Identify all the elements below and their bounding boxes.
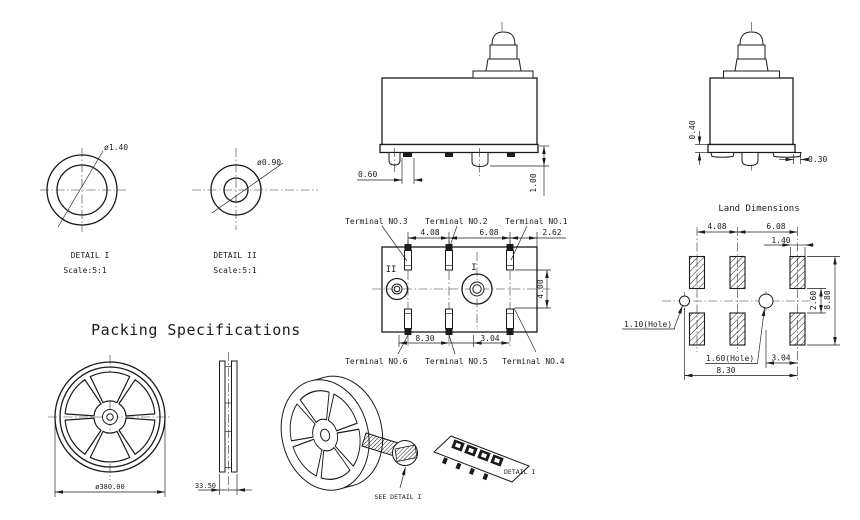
terminal-slots-bottom [404,308,514,335]
detail-i-diameter: ø1.40 [104,143,128,152]
pin-2-side [471,152,489,168]
land-span-b-value: 3.04 [771,354,790,363]
foot-right [772,152,802,158]
detail-i-leader [57,150,104,228]
land-title: Land Dimensions [718,204,799,214]
packing-title: Packing Specifications [91,321,301,339]
terminal-bottom-view: II I 4.08 6.08 2.62 4.00 [345,217,568,366]
dim-foot-overhang: 0.30 [779,154,827,164]
land-height-value: 8.80 [823,290,832,309]
relay-outline-bottom [381,246,538,333]
terminal-leaders [381,225,537,355]
tape-pockets [451,439,504,467]
land-pitch-b-value: 6.08 [766,222,785,231]
nozzle-front [723,31,780,79]
detail-ii-diameter: ø0.90 [257,158,281,167]
detail-ii-inner-circle [223,177,249,203]
land-dim-pitch: 4.08 6.08 [696,222,798,234]
relay-base-side [379,143,539,154]
reel-side-view: 33.50 [195,352,252,495]
reel-front-view: ø380.00 [48,355,172,497]
relay-front-view: 0.40 0.30 [688,22,827,172]
dim-row-span-value: 4.00 [536,279,545,298]
dim-pitch-b-value: 6.08 [479,228,498,237]
terminal-5-label: Terminal NO.5 [425,357,488,366]
tape-detail-label: DETAIL I [504,468,535,476]
relay-body-side [381,77,538,146]
land-row-gap-value: 2.60 [809,291,818,310]
land-dim-pad-width: 1.40 [764,236,814,256]
detail-ii-outer-circle [210,164,262,216]
dim-terminal-pitch: 4.08 6.08 2.62 [407,228,566,247]
land-span-a-value: 8.30 [716,366,735,375]
dim-pin-offset-value: 0.60 [358,170,377,179]
dim-foot-overhang-value: 0.30 [808,155,827,164]
magnified-tape [394,444,418,462]
dim-base-height: 0.40 [688,120,711,165]
land-dim-rows: 2.60 8.80 [807,256,840,346]
hole-large [758,293,774,309]
detail-i-label: DETAIL I [71,251,110,260]
tape-teeth [441,457,489,481]
dim-pin-height: 1.00 [490,145,549,196]
land-dimensions-view: Land Dimensions 4.08 6.08 [622,204,840,380]
reel-width-dim: 33.50 [195,474,252,495]
foot-left [710,152,735,158]
dim-span-a-value: 8.30 [415,334,434,343]
land-pad-width-value: 1.40 [771,236,790,245]
hole-leaders: 1.10(Hole) 1.60(Hole) [622,305,766,364]
dim-terminal-span: 8.30 3.04 [398,334,510,347]
see-detail-leader [399,466,406,489]
relay-side-view: 0.60 1.00 [357,22,549,196]
dim-row-span: 4.00 [515,269,551,309]
hole-small [679,295,690,307]
dim-base-height-value: 0.40 [688,120,697,139]
land-pitch-a-value: 4.08 [707,222,726,231]
detail-i-centerlines [40,148,126,232]
detail-ii-leader [211,162,284,214]
section-ii-boss [385,277,409,301]
land-dim-span: 3.04 8.30 [684,308,798,380]
hole-small-label: 1.10(Hole) [624,320,672,329]
reel-width-value: 33.50 [195,482,216,490]
reel-diameter-dim: ø380.00 [54,420,166,497]
terminal-1-label: Terminal NO.1 [505,217,568,226]
terminal-3-label: Terminal NO.3 [345,217,408,226]
dim-edge-value: 2.62 [542,228,561,237]
detail-i-scale: Scale:5:1 [63,266,107,275]
relay-body-front [709,77,794,146]
terminal-4-label: Terminal NO.4 [502,357,565,366]
solder-pads-side [403,152,515,157]
section-ii-mark: II [386,265,397,275]
reel-3d-view: SEE DETAIL I [280,375,422,501]
nozzle-side [472,31,534,79]
detail-i-view: ø1.40 DETAIL I Scale:5:1 [40,143,128,275]
detail-i-inner-circle [56,164,108,216]
detail-ii-view: ø0.90 DETAIL II Scale:5:1 [192,148,318,275]
terminal-slots-top [404,244,514,271]
dim-pin-height-value: 1.00 [529,173,538,192]
detail-i-outer-circle [46,154,118,226]
section-i-boss [461,273,493,305]
dim-pin-offset: 0.60 [357,158,423,184]
terminal-2-label: Terminal NO.2 [425,217,488,226]
detail-ii-scale: Scale:5:1 [213,266,257,275]
land-pads [688,255,806,346]
section-i-mark: I [471,263,476,273]
detail-ii-centerlines [192,148,318,230]
dim-pitch-a-value: 4.08 [420,228,439,237]
pin-front [741,152,759,167]
relay-base-front [707,143,796,154]
see-detail-label: SEE DETAIL I [375,493,422,501]
carrier-tape-detail: DETAIL I [433,435,535,483]
hole-large-label: 1.60(Hole) [706,354,754,363]
terminal-6-label: Terminal NO.6 [345,357,408,366]
packing-section: Packing Specifications ø380.00 [48,321,535,501]
reel-diameter-value: ø380.00 [95,483,125,491]
detail-ii-label: DETAIL II [213,251,257,260]
dim-span-b-value: 3.04 [480,334,499,343]
